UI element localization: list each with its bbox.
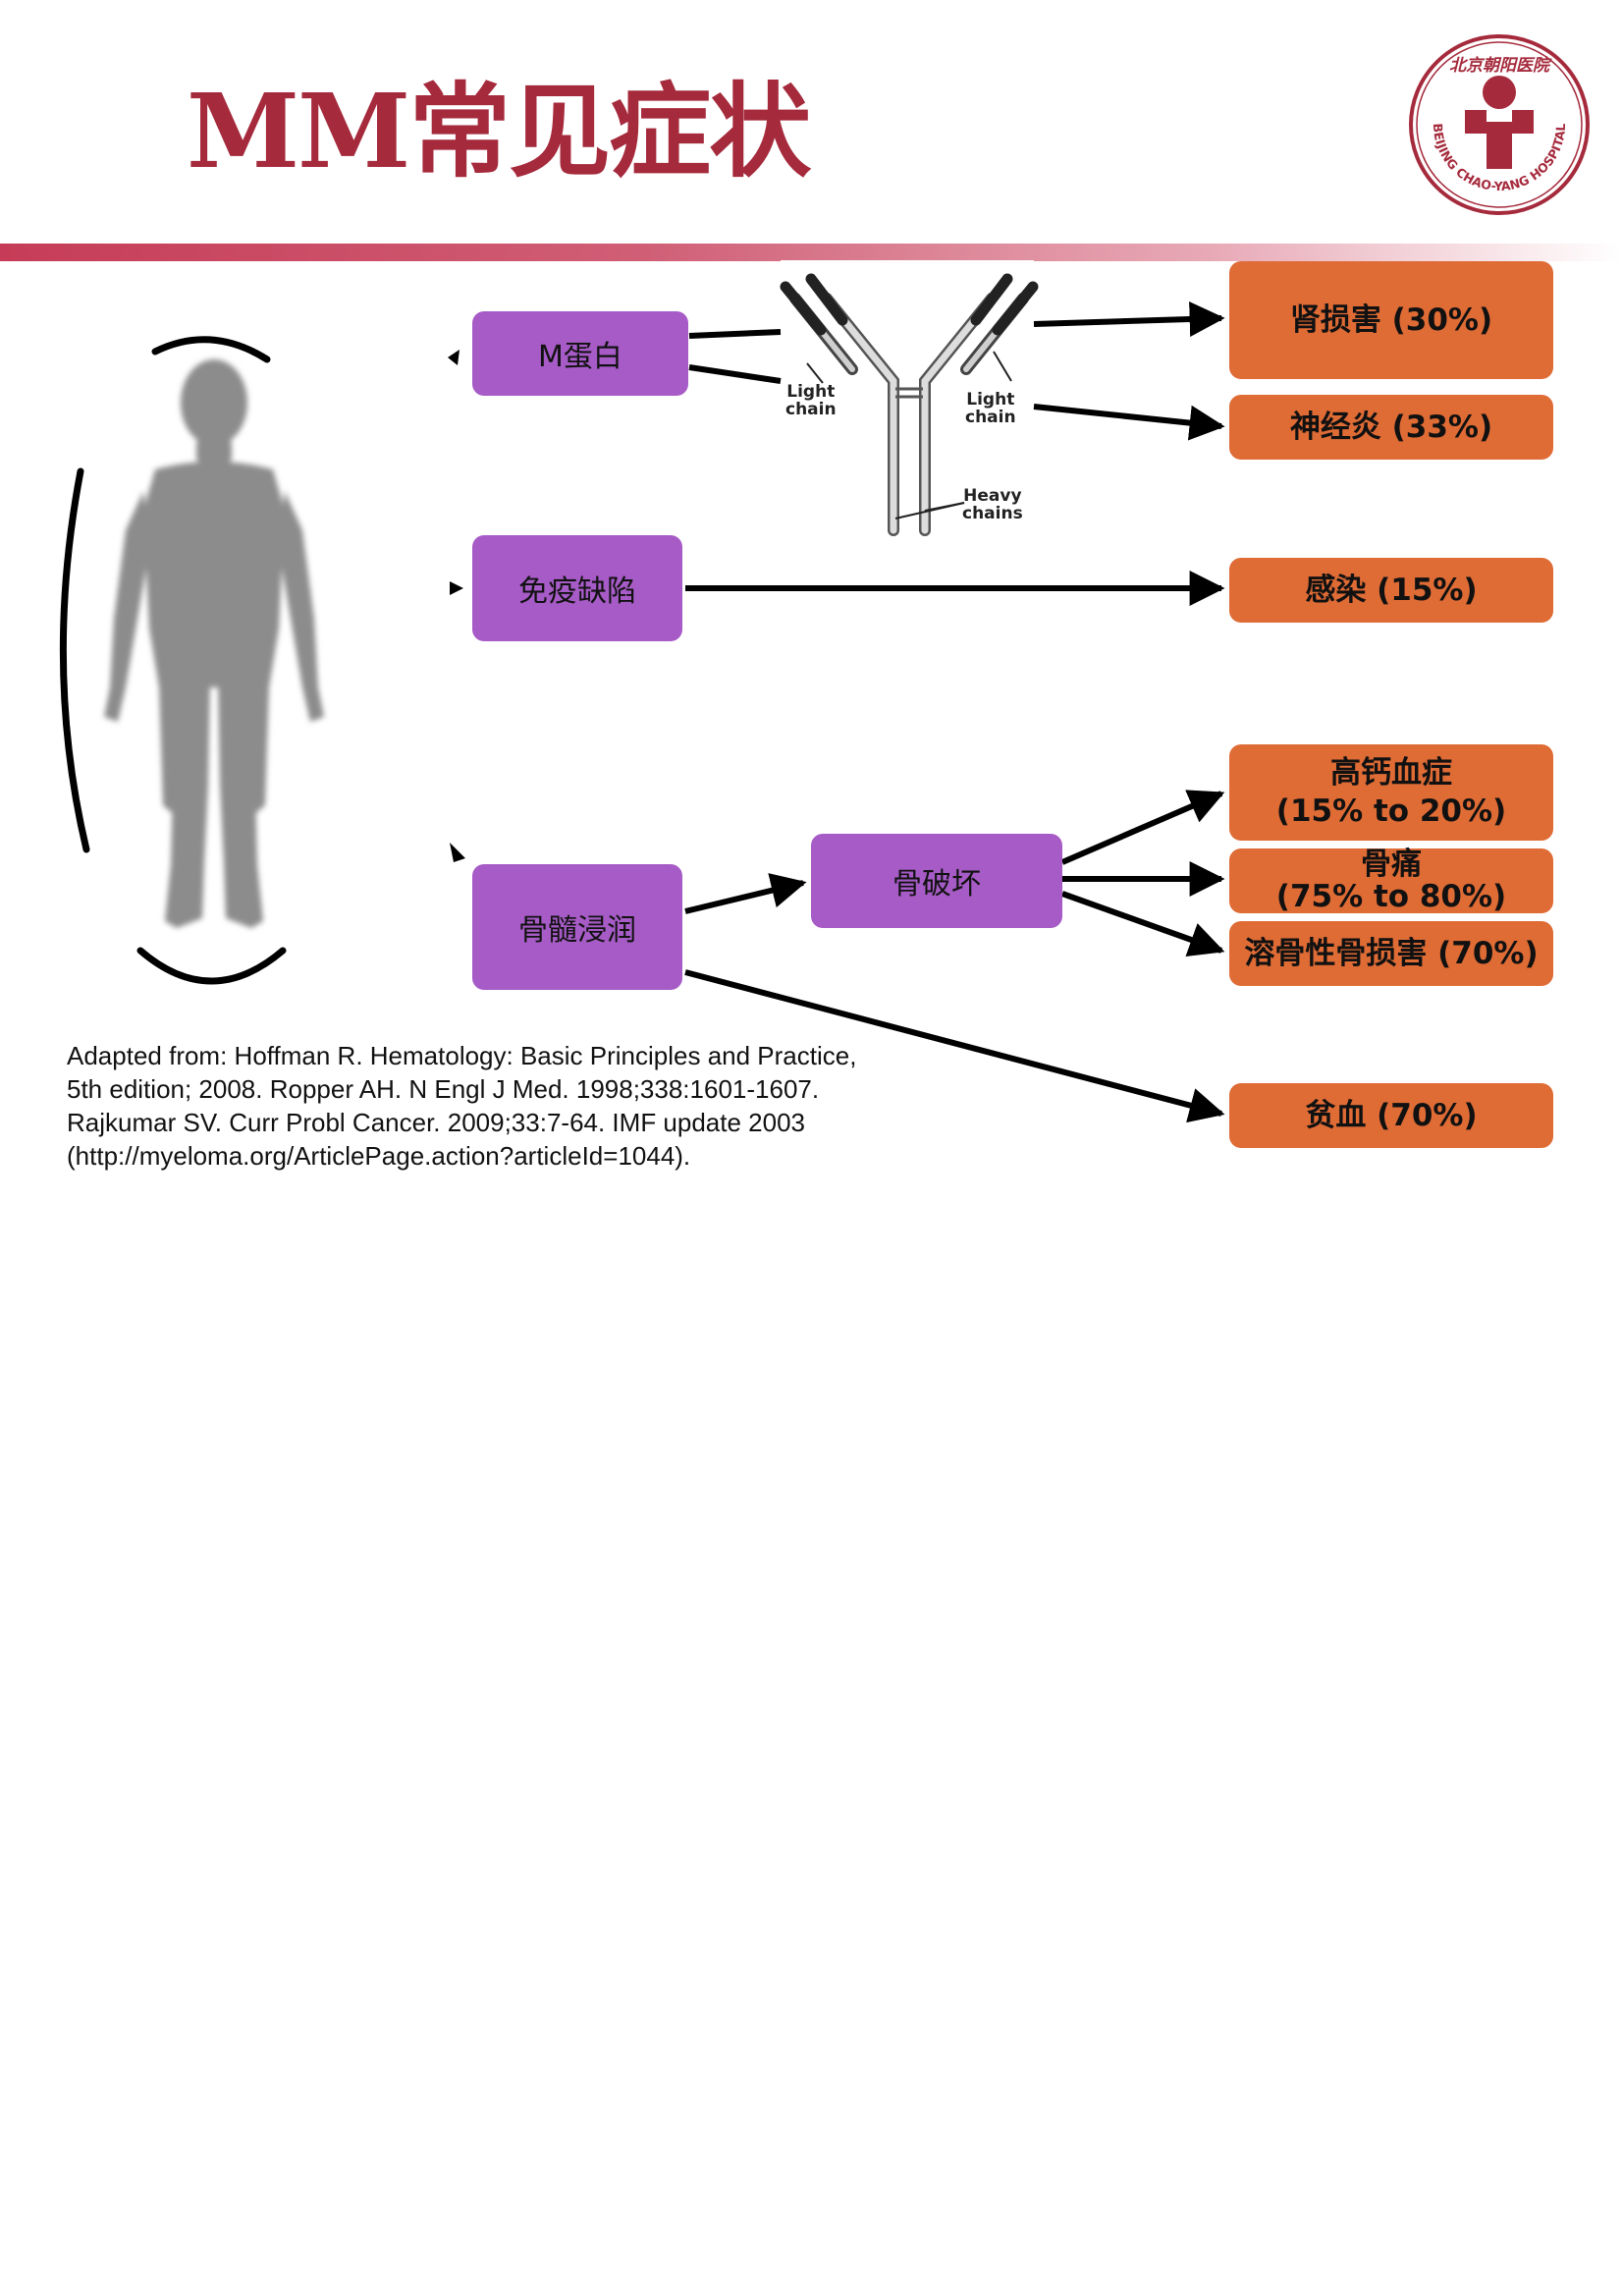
infection-box: 感染 (15%) [1229,558,1553,623]
arrow-to-anemia [684,969,1225,1123]
citation-line: Rajkumar SV. Curr Probl Cancer. 2009;33:… [67,1108,806,1137]
arrow-to-neuropathy [1033,404,1225,441]
antibody-illustration [780,260,1039,536]
heavy-chains-label: Heavy chains [962,486,1023,523]
hospital-logo: BEIJING CHAO-YANG HOSPITAL 北京朝阳医院 [1409,34,1590,215]
pointer-arrow-1 [448,350,460,365]
bracket-top [151,336,271,363]
pointer-arrow-2 [450,581,463,595]
citation-line: 5th edition; 2008. Ropper AH. N Engl J M… [67,1074,820,1104]
citation: Adapted from: Hoffman R. Hematology: Bas… [67,1039,950,1173]
arrow-to-hypercalcemia [1060,790,1225,865]
marrow-infiltration-box: 骨髓浸润 [472,864,682,990]
bracket-left [59,467,90,853]
arrow-to-lytic [1060,891,1225,957]
hypercalcemia-box: 高钙血症 (15% to 20%) [1229,744,1553,841]
bracket-bottom [136,947,287,985]
human-silhouette [104,359,324,928]
header-divider [0,244,1622,261]
arrow-to-renal [1033,301,1225,338]
light-chain-label-right: Light chain [965,390,1016,427]
connector-mprotein-antibody-1 [688,329,782,339]
logo-cn-text: 北京朝阳医院 [1449,56,1552,76]
light-chain-label-left: Light chain [785,382,837,419]
citation-line: Adapted from: Hoffman R. Hematology: Bas… [67,1041,857,1070]
page-title: MM常见症状 [187,71,811,191]
anemia-box: 贫血 (70%) [1229,1083,1553,1148]
renal-damage-box: 肾损害 (30%) [1229,261,1553,379]
immunodeficiency-box: 免疫缺陷 [472,535,682,641]
citation-line: (http://myeloma.org/ArticlePage.action?a… [67,1141,691,1171]
m-protein-box: M蛋白 [472,311,688,396]
bone-pain-box: 骨痛 (75% to 80%) [1229,848,1553,913]
arrow-marrow-to-bone [684,873,807,914]
connector-mprotein-antibody-2 [688,364,782,384]
neuropathy-box: 神经炎 (33%) [1229,395,1553,460]
bone-destruction-box: 骨破坏 [811,834,1062,928]
lytic-lesions-box: 溶骨性骨损害 (70%) [1229,921,1553,986]
pointer-arrow-3 [450,843,465,862]
